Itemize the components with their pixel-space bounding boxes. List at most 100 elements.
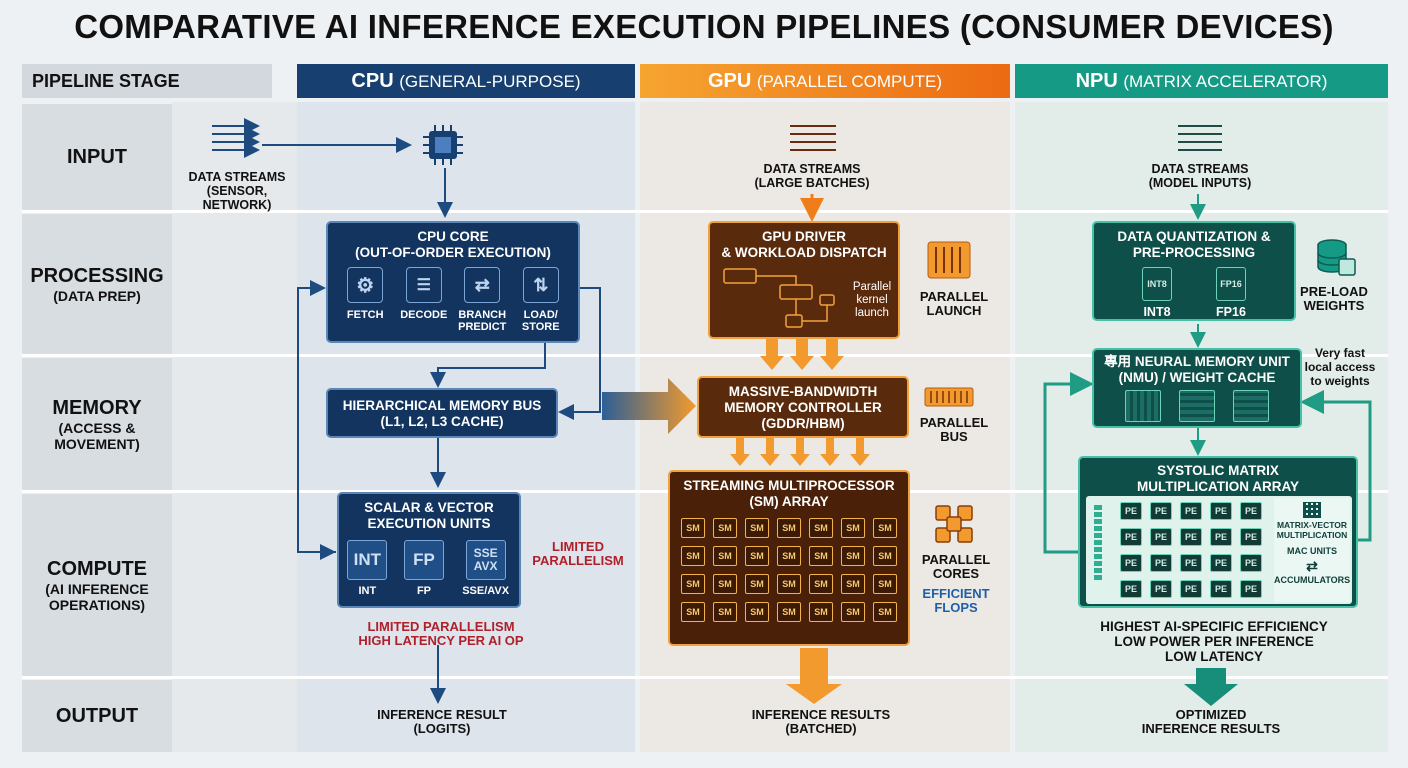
pe-cell: PE [1180,580,1202,598]
sm-cell: SM [777,602,801,622]
gpu-output-label: INFERENCE RESULTS (BATCHED) [736,708,906,736]
gpu-kernel-line1: Parallel [852,281,892,293]
stage-output: OUTPUT [22,680,172,752]
pe-cell: PE [1120,528,1142,546]
npu-input-stream-icon [1178,125,1222,151]
gpu-launch-line2: LAUNCH [926,303,982,318]
gpu-parallel-bus-label: PARALLEL BUS [914,416,994,444]
gpu-cores-line2: CORES [932,566,980,581]
cpu-core-subtitle: (OUT-OF-ORDER EXECUTION) [355,245,551,260]
cpu-memory-bus-box: HIERARCHICAL MEMORY BUS (L1, L2, L3 CACH… [326,388,558,438]
npu-out-line2: INFERENCE RESULTS [1141,721,1281,736]
gpu-cores-line1: PARALLEL [921,552,991,567]
sm-cell: SM [873,518,897,538]
pe-cell: PE [1240,554,1262,572]
sm-cell: SM [841,602,865,622]
int8-icon: INT8 [1142,267,1172,301]
npu-preload-line2: WEIGHTS [1303,298,1365,313]
npu-neural-memory-box: 專用 NEURAL MEMORY UNIT (NMU) / WEIGHT CAC… [1092,348,1302,428]
gpu-header: GPU (PARALLEL COMPUTE) [640,64,1010,98]
cpu-chip-icon [418,122,468,168]
gpu-input-stream-icon [790,125,836,151]
gpu-input-label: DATA STREAMS (LARGE BATCHES) [742,162,882,190]
gpu-header-sub: (PARALLEL COMPUTE) [756,72,943,91]
parallel-bus-icon [924,384,974,412]
gpu-eff-line1: EFFICIENT [922,586,990,601]
pe-cell: PE [1150,554,1172,572]
parallel-launch-icon [926,240,972,280]
gpu-mem-line1: MASSIVE-BANDWIDTH [728,384,878,399]
cpu-exec-subtitle: EXECUTION UNITS [367,516,491,531]
pipeline-stage-header: PIPELINE STAGE [22,64,272,98]
cpu-core-to-mem-arrow [430,340,546,388]
gpu-out-line2: (BATCHED) [785,721,857,736]
sm-cell: SM [681,602,705,622]
npu-eff-line1: HIGHEST AI-SPECIFIC EFFICIENCY [1100,619,1328,634]
cpu-stage-label: LOAD/ [523,309,558,321]
sm-cell: SM [873,602,897,622]
int-unit-label: INT [358,585,377,597]
gpu-mem-line3: (GDDR/HBM) [761,416,845,431]
cpu-stage-loadstore: ⇅ LOAD/STORE [515,267,567,333]
npu-output-label: OPTIMIZED INFERENCE RESULTS [1126,708,1296,736]
database-icon [1314,236,1358,280]
npu-preload-label: PRE-LOAD WEIGHTS [1294,285,1374,313]
stage-input-label: INPUT [67,145,127,168]
cpu-header-name: CPU [351,70,394,92]
stage-compute-sub2: OPERATIONS) [48,596,146,613]
sm-cell: SM [841,574,865,594]
cpu-stage-label2: STORE [521,321,560,333]
cpu-exec-title: SCALAR & VECTOR [364,500,494,515]
pe-cell: PE [1180,554,1202,572]
stage-memory: MEMORY (ACCESS & MOVEMENT) [22,358,172,490]
stage-memory-label: MEMORY [52,396,142,419]
npu-header-name: NPU [1075,70,1118,92]
npu-output-arrow [1184,668,1238,706]
memory-bank-icon [1233,390,1269,422]
memory-bank-icon [1125,390,1161,422]
cpu-input-stream-icon [212,118,260,158]
sm-cell: SM [681,574,705,594]
sm-cell: SM [713,546,737,566]
sm-cell: SM [745,574,769,594]
npu-right-loop [1300,390,1372,542]
npu-mac-label: MAC UNITS [1287,546,1337,556]
parallel-cores-icon [932,502,978,548]
sm-cell: SM [745,546,769,566]
stage-processing-label: PROCESSING [30,264,164,287]
npu-mv-line1: MATRIX-VECTOR [1276,520,1348,530]
gpu-eff-line2: FLOPS [934,600,978,615]
row-divider [22,676,1388,679]
cpu-input-line1: DATA STREAMS [188,170,286,184]
sm-cell: SM [809,546,833,566]
npu-efficiency-label: HIGHEST AI-SPECIFIC EFFICIENCY LOW POWER… [1086,619,1342,664]
npu-eff-line2: LOW POWER PER INFERENCE [1114,634,1314,649]
cpu-mem-subtitle: (L1, L2, L3 CACHE) [380,414,504,429]
fp16-label: FP16 [1216,305,1246,319]
cpu-input-label: DATA STREAMS (SENSOR, NETWORK) [172,170,302,212]
cpu-stage-label: DECODE [400,309,448,321]
cpu-stage-fetch: ⚙ FETCH [339,267,391,333]
npu-quant-subtitle: PRE-PROCESSING [1132,245,1256,260]
sse-avx-unit-label: SSE/AVX [462,585,510,597]
sm-cell: SM [841,546,865,566]
cpu-core-right-loop [558,287,601,420]
cpu-stage-label2: PREDICT [458,321,507,333]
gear-icon: ⚙ [347,267,384,303]
sm-cell: SM [713,574,737,594]
gpu-out-line1: INFERENCE RESULTS [751,707,891,722]
stage-processing-sub: (DATA PREP) [53,287,141,304]
npu-fast-line3: to weights [1310,374,1370,388]
row-divider [22,210,1388,213]
page-title: COMPARATIVE AI INFERENCE EXECUTION PIPEL… [74,8,1334,45]
gpu-bus-line1: PARALLEL [919,415,989,430]
npu-nmu-subtitle: (NMU) / WEIGHT CACHE [1118,370,1276,385]
pe-cell: PE [1210,502,1232,520]
stage-memory-sub2: MOVEMENT) [54,435,140,452]
sm-cell: SM [713,518,737,538]
